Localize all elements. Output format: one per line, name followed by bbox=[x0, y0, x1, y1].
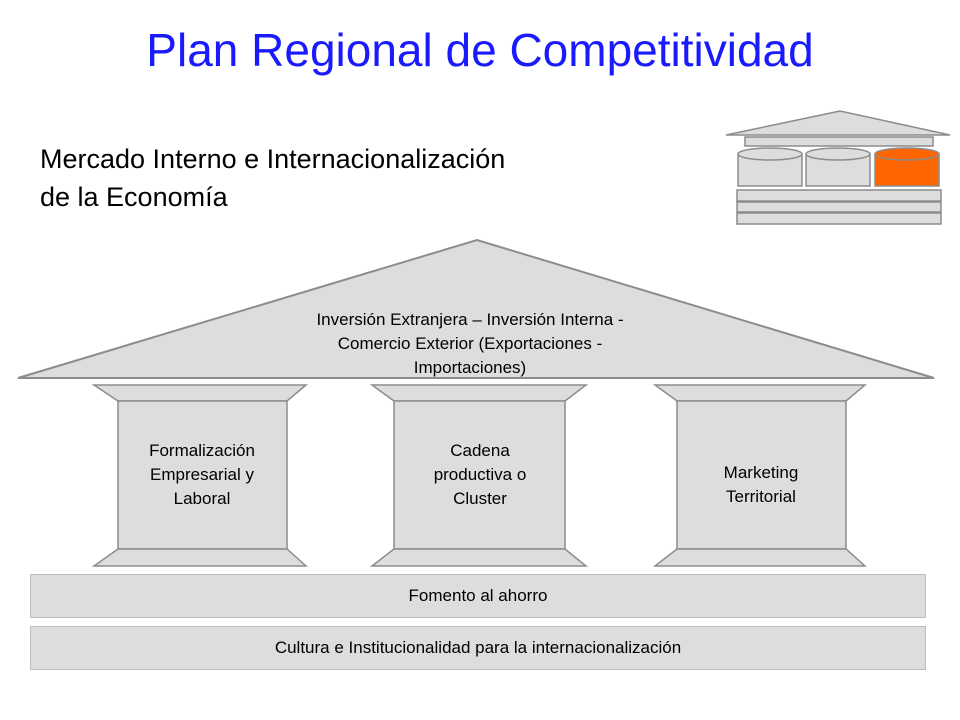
temple-icon-column-2 bbox=[805, 147, 871, 187]
pillar-1-label-line-1: Formalización bbox=[149, 441, 255, 460]
subtitle-line-1: Mercado Interno e Internacionalización bbox=[40, 144, 506, 174]
temple-icon-column-3-highlighted bbox=[874, 147, 940, 187]
pillar-3-label-line-2: Territorial bbox=[726, 487, 796, 506]
pillar-1 bbox=[91, 384, 309, 567]
pillar-3-label: Marketing Territorial bbox=[677, 401, 845, 569]
pillar-1-capital bbox=[91, 384, 309, 402]
pillar-2-shaft bbox=[393, 400, 566, 550]
pillar-2-capital bbox=[369, 384, 589, 402]
temple-icon-architrave bbox=[744, 136, 934, 147]
pillar-3-label-line-1: Marketing bbox=[723, 463, 799, 482]
temple-icon-base-3 bbox=[736, 212, 942, 225]
temple-icon bbox=[725, 110, 951, 225]
pillar-3 bbox=[652, 384, 868, 567]
pillar-2-label-line-3: Cluster bbox=[453, 489, 507, 508]
pillar-3-shaft bbox=[676, 400, 847, 550]
roof-pediment bbox=[17, 238, 935, 379]
pillar-3-capital bbox=[652, 384, 868, 402]
pillar-2-base bbox=[369, 548, 589, 567]
subtitle-line-2: de la Economía bbox=[40, 182, 228, 212]
pillar-1-label: Formalización Empresarial y Laboral bbox=[118, 401, 286, 549]
page-title: Plan Regional de Competitividad bbox=[146, 24, 814, 76]
temple-icon-base-1 bbox=[736, 189, 942, 202]
pillar-3-base bbox=[652, 548, 867, 567]
pillar-1-label-line-2: Empresarial y bbox=[150, 465, 254, 484]
subtitle: Mercado Interno e Internacionalización d… bbox=[40, 140, 640, 216]
roof-label-line-1: Inversión Extranjera – Inversión Interna… bbox=[316, 310, 624, 329]
pillar-2-label-line-1: Cadena bbox=[450, 441, 510, 460]
temple-icon-roof bbox=[725, 110, 951, 136]
pillar-1-label-line-3: Laboral bbox=[173, 489, 231, 508]
band-savings: Fomento al ahorro bbox=[30, 574, 926, 618]
band-culture-institutions: Cultura e Institucionalidad para la inte… bbox=[30, 626, 926, 670]
pillar-2-label-line-2: productiva o bbox=[433, 465, 527, 484]
pillar-1-base bbox=[91, 548, 308, 567]
pillar-2-label: Cadena productiva o Cluster bbox=[396, 401, 564, 549]
pillar-2 bbox=[369, 384, 589, 567]
temple-icon-column-1 bbox=[737, 147, 803, 187]
roof-label: Inversión Extranjera – Inversión Interna… bbox=[260, 308, 680, 380]
temple-icon-base-2 bbox=[736, 201, 942, 213]
roof-label-line-3: Importaciones) bbox=[413, 358, 527, 377]
roof-label-line-2: Comercio Exterior (Exportaciones - bbox=[337, 334, 603, 353]
pillar-1-shaft bbox=[117, 400, 288, 550]
